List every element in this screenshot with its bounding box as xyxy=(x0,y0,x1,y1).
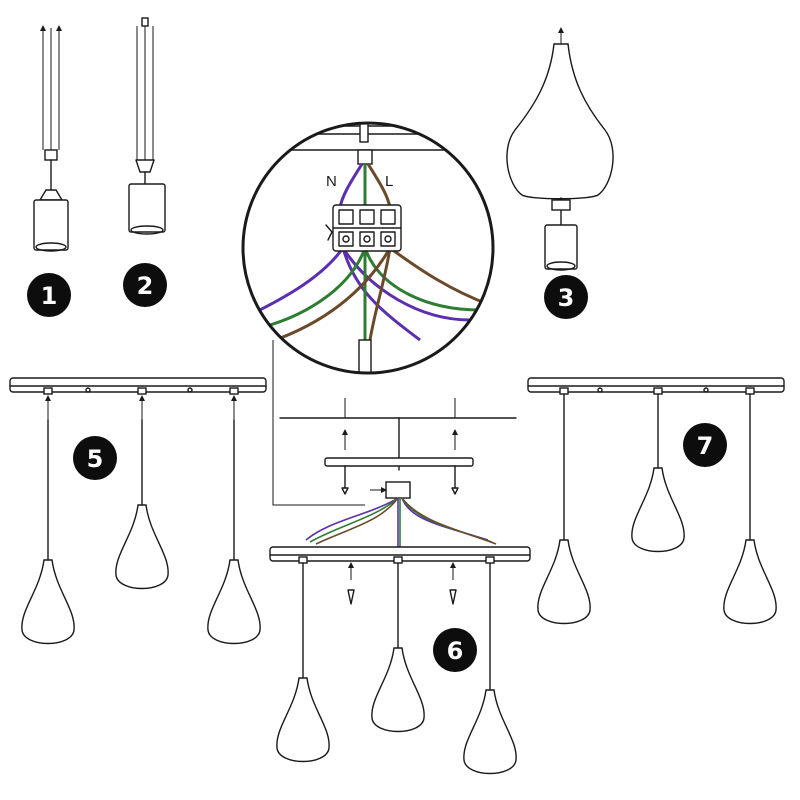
terminal-block xyxy=(332,204,402,252)
step-3-badge: 3 xyxy=(544,275,588,319)
step-5-canopy-bar xyxy=(9,377,267,420)
live-label: L xyxy=(385,173,393,190)
step-3-shade-assembly xyxy=(506,27,614,271)
step-5-number: 5 xyxy=(87,445,104,473)
step-5-pendants xyxy=(21,419,261,645)
step-5-badge: 5 xyxy=(73,436,117,480)
step-7-number: 7 xyxy=(697,432,714,460)
screwdriver-hint-icon xyxy=(325,224,333,241)
step-6-pendants xyxy=(276,562,517,775)
step-6-badge: 6 xyxy=(433,628,477,672)
step-1-number: 1 xyxy=(41,282,58,310)
neutral-label: N xyxy=(326,173,337,190)
step-2-rod-socket xyxy=(128,17,166,235)
wiring-detail-magnifier: N L xyxy=(241,121,495,375)
step-6-number: 6 xyxy=(447,637,464,665)
step-7-pendants xyxy=(537,393,777,625)
step-1-cable-socket xyxy=(33,25,69,252)
step-3-number: 3 xyxy=(558,284,575,312)
step-7-badge: 7 xyxy=(683,423,727,467)
step-7-canopy-bar xyxy=(527,377,785,395)
step-2-badge: 2 xyxy=(123,263,167,307)
magnifier-leader-line xyxy=(272,340,365,506)
step-2-number: 2 xyxy=(137,272,154,300)
step-1-badge: 1 xyxy=(27,273,71,317)
step-6-ceiling-mount xyxy=(269,398,531,605)
